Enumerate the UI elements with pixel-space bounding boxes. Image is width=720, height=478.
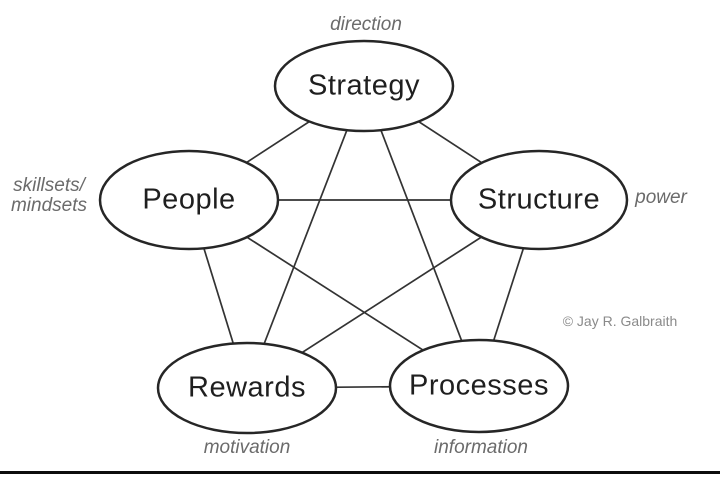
node-label-people: People [142, 183, 236, 216]
node-ellipse-processes [388, 338, 570, 434]
bottom-rule [0, 471, 720, 474]
node-label-structure: Structure [477, 183, 601, 216]
annotation-information: information [434, 437, 528, 459]
node-ellipse-structure [449, 149, 629, 251]
copyright-text: © Jay R. Galbraith [562, 313, 678, 329]
edge-strategy-processes [363, 85, 480, 387]
edge-strategy-rewards [246, 85, 365, 389]
annotation-direction: direction [330, 14, 402, 36]
node-label-rewards: Rewards [188, 371, 306, 404]
node-ellipse-strategy [273, 39, 455, 133]
node-ellipse-rewards [156, 341, 338, 435]
annotation-power: power [635, 187, 687, 209]
nodes [98, 39, 629, 435]
node-ellipse-people [98, 149, 280, 251]
annotation-skillsets-mindsets: skillsets/ mindsets [10, 175, 88, 216]
node-label-processes: Processes [409, 369, 549, 402]
annotation-motivation: motivation [203, 437, 291, 459]
node-label-strategy: Strategy [308, 69, 420, 102]
